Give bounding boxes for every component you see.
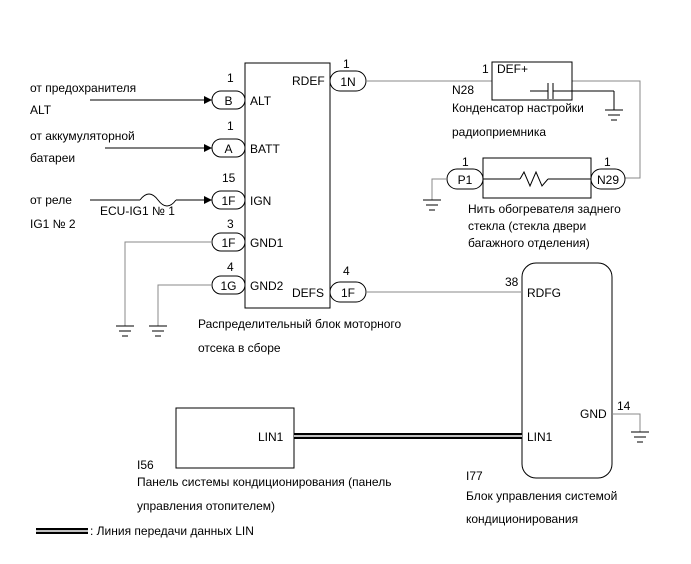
wire-gnd1	[124, 241, 212, 326]
pin-rdef-conn-label: 1N	[340, 75, 355, 89]
fuse-symbol	[139, 193, 177, 207]
junction-block-caption-2: отсека в сборе	[198, 341, 281, 355]
pin-alt-conn-label: B	[224, 94, 232, 108]
heater-caption-2: стекла (стекла двери	[468, 219, 586, 233]
pin-defs-name: DEFS	[292, 286, 324, 300]
heater-caption-3: багажного отделения)	[468, 236, 590, 250]
capacitor-symbol	[530, 83, 615, 110]
ac-ecu-gnd-name: GND	[580, 407, 607, 421]
pin-defs-conn-label: 1F	[341, 286, 355, 300]
wire-gnd2	[157, 284, 212, 326]
ac-ecu-rdfg-number: 38	[505, 275, 519, 289]
source-battery-label-2: батареи	[30, 151, 75, 165]
source-fuse-label-1: от предохранителя	[30, 81, 136, 95]
ac-ecu-caption-2: кондиционирования	[466, 512, 578, 526]
pin-alt-name: ALT	[250, 94, 272, 108]
pin-gnd2-number: 4	[227, 260, 234, 274]
source-fuse-label-2: ALT	[30, 103, 52, 117]
pin-ign-name: IGN	[250, 194, 271, 208]
ac-ecu-id: I77	[466, 469, 483, 483]
wire-heater-ground	[431, 178, 447, 200]
ac-panel-caption-1: Панель системы кондиционирования (панель	[137, 475, 391, 489]
heater-caption-1: Нить обогревателя заднего	[468, 202, 621, 216]
source-battery-label-1: от аккумуляторной	[30, 129, 135, 143]
fuse-label: ECU-IG1 № 1	[100, 204, 175, 218]
ground-symbol-ac-ecu	[631, 431, 649, 443]
heater-right-pin-number: 1	[604, 155, 611, 169]
heater-resistor-symbol	[483, 170, 591, 188]
pin-defs-number: 4	[343, 264, 350, 278]
wire-ign	[90, 193, 212, 207]
pin-batt-name: BATT	[250, 142, 280, 156]
capacitor-caption-1: Конденсатор настройки	[452, 101, 584, 115]
ground-symbol-heater	[423, 199, 441, 211]
capacitor-pin-name: DEF+	[497, 62, 528, 76]
pin-gnd1-name: GND1	[250, 236, 284, 250]
pin-gnd1-number: 3	[227, 217, 234, 231]
ac-panel-box	[175, 407, 295, 469]
ac-ecu-box	[521, 262, 613, 479]
ac-panel-lin-name: LIN1	[258, 430, 284, 444]
legend-text: : Линия передачи данных LIN	[90, 524, 254, 538]
heater-box	[482, 157, 592, 199]
ac-ecu-caption-1: Блок управления системой	[466, 489, 617, 503]
pin-rdef-name: RDEF	[292, 74, 325, 88]
capacitor-id: N28	[452, 83, 474, 97]
heater-left-conn-label: P1	[458, 173, 473, 187]
ac-ecu-rdfg-name: RDFG	[527, 286, 561, 300]
pin-gnd2-name: GND2	[250, 279, 284, 293]
pin-batt-number: 1	[227, 119, 234, 133]
ac-ecu-lin-name: LIN1	[527, 430, 553, 444]
ground-symbol-capacitor	[605, 109, 623, 121]
source-relay-label-2: IG1 № 2	[30, 217, 76, 231]
ground-symbol-gnd2	[149, 325, 167, 337]
capacitor-caption-2: радиоприемника	[452, 125, 546, 139]
pin-batt-conn-label: A	[224, 142, 232, 156]
capacitor-box	[491, 61, 573, 101]
pin-batt-connector	[211, 138, 246, 158]
ac-panel-id: I56	[137, 458, 154, 472]
junction-block-caption-1: Распределительный блок моторного	[198, 317, 402, 331]
pin-ign-conn-label: 1F	[221, 194, 235, 208]
source-relay-label-1: от реле	[30, 193, 72, 207]
pin-ign-number: 15	[222, 171, 236, 185]
wire-alt	[90, 96, 212, 104]
pin-gnd1-conn-label: 1F	[221, 236, 235, 250]
pin-rdef-number: 1	[343, 57, 350, 71]
wire-ac-ecu-ground	[612, 413, 641, 432]
heater-right-conn-label: N29	[597, 173, 619, 187]
pin-alt-number: 1	[227, 71, 234, 85]
ground-symbol-gnd1	[116, 325, 134, 337]
ac-panel-caption-2: управления отопителем)	[137, 499, 275, 513]
pin-alt-connector	[211, 90, 246, 110]
wire-batt	[105, 144, 212, 152]
pin-gnd2-conn-label: 1G	[220, 279, 236, 293]
junction-block	[244, 62, 331, 309]
capacitor-pin-number: 1	[482, 62, 489, 76]
heater-left-pin-number: 1	[462, 155, 469, 169]
ac-ecu-gnd-number: 14	[617, 399, 631, 413]
pin-ign-connector	[211, 190, 246, 210]
